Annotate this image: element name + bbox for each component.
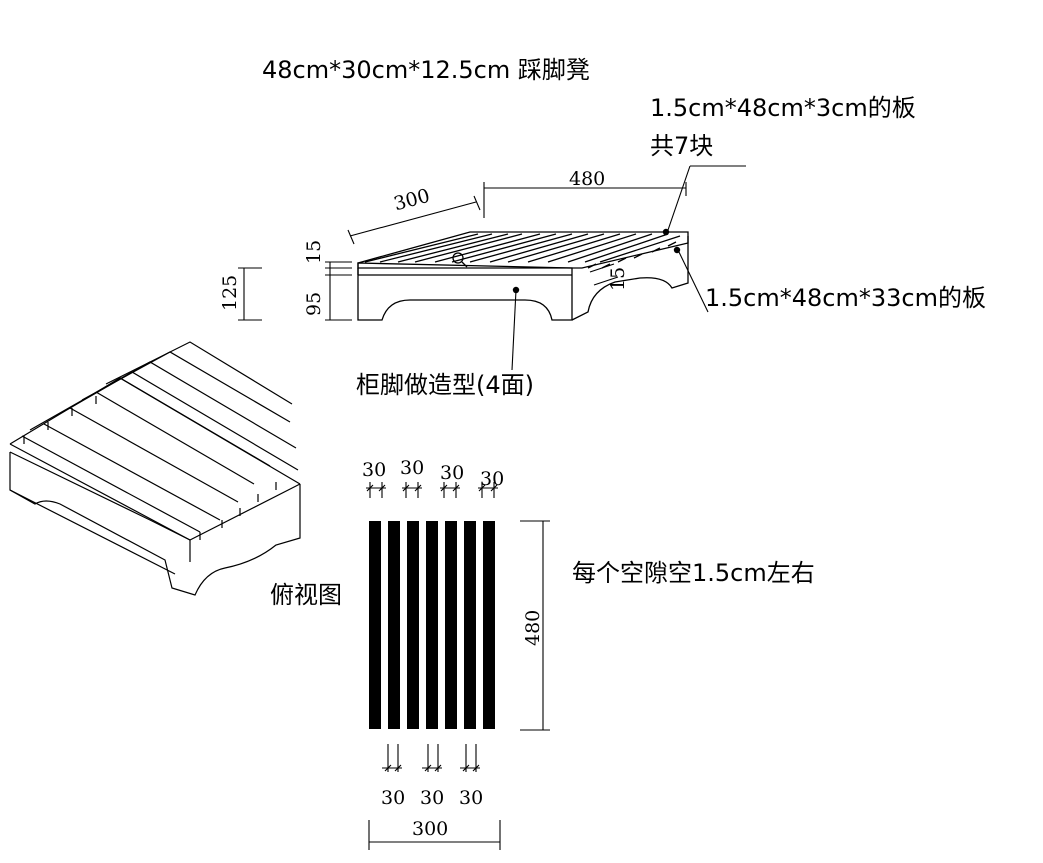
dim-plan-length: 480 [522, 609, 544, 646]
elevation-dimensions [238, 165, 746, 371]
top-board-label: 1.5cm*48cm*3cm的板 [650, 94, 916, 122]
dim-length: 480 [569, 168, 606, 190]
plan-view [369, 521, 500, 729]
isometric-view [9, 341, 301, 596]
dim-plan-width: 300 [412, 818, 449, 840]
elevation-view [357, 231, 689, 321]
top-board-count-label: 共7块 [650, 132, 714, 160]
dim-slat-top-4: 30 [480, 468, 505, 490]
plan-dimensions [366, 482, 550, 850]
leg-note: 柜脚做造型(4面) [356, 371, 534, 399]
gap-note: 每个空隙空1.5cm左右 [572, 559, 815, 587]
dim-board-thickness: 15 [303, 239, 325, 264]
dim-slat-top-1: 30 [362, 459, 387, 481]
dim-slat-top-2: 30 [400, 457, 425, 479]
leader-dots [512, 228, 681, 294]
dim-slat-bottom-2: 30 [420, 787, 445, 809]
dim-side-thickness: 15 [607, 266, 629, 291]
dim-slat-bottom-1: 30 [381, 787, 406, 809]
dim-slat-top-3: 30 [440, 462, 465, 484]
dim-total-height: 125 [219, 274, 241, 311]
page-title: 48cm*30cm*12.5cm 踩脚凳 [262, 56, 590, 84]
dim-leg-height: 95 [303, 291, 325, 316]
top-view-label: 俯视图 [270, 581, 342, 609]
dim-slat-bottom-3: 30 [459, 787, 484, 809]
side-board-label: 1.5cm*48cm*33cm的板 [705, 284, 986, 312]
